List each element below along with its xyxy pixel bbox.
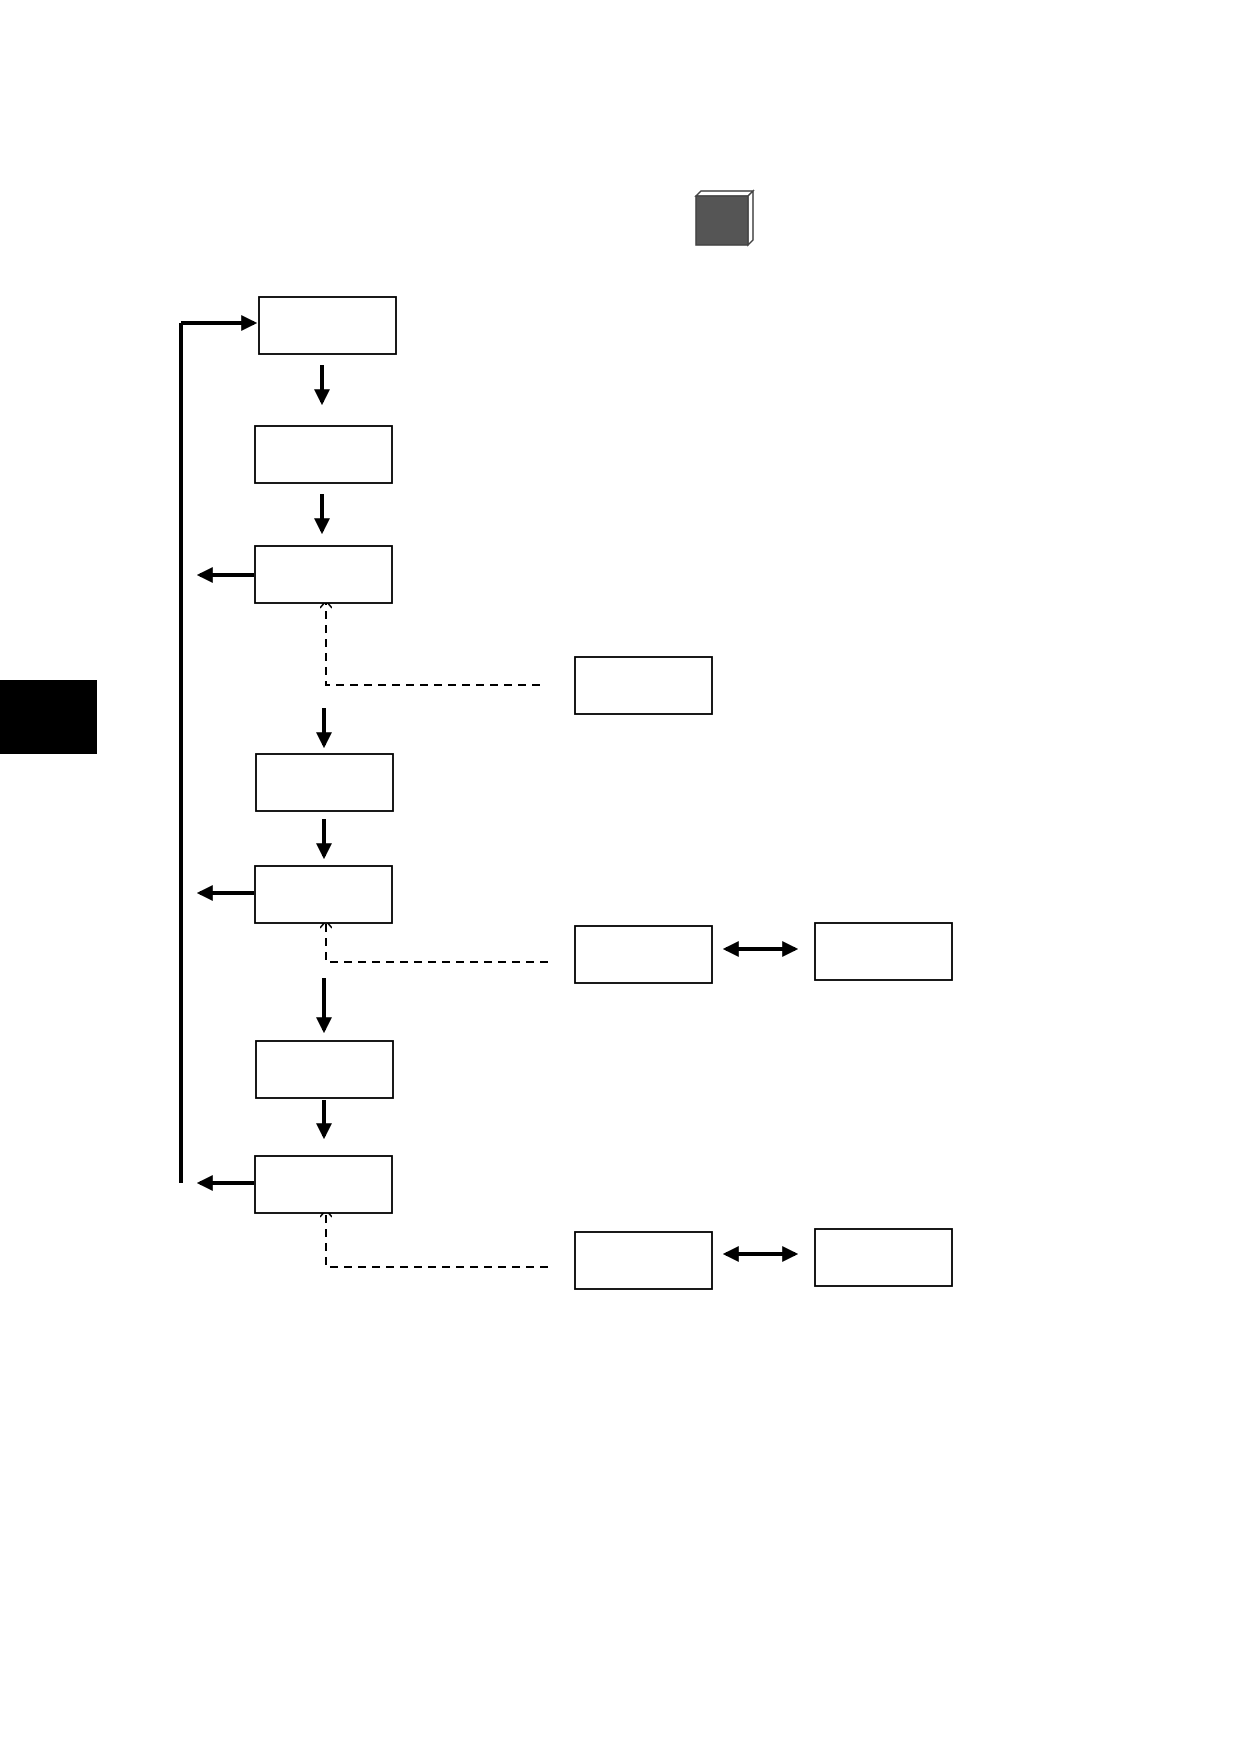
node-side-c-partner: [814, 1228, 953, 1287]
node-step-6: [255, 1040, 394, 1099]
node-step-7: [254, 1155, 393, 1214]
node-step-2: [254, 425, 393, 484]
dashed-side-c-to-step-7: [326, 1211, 548, 1268]
bidirectional-arrows: [722, 941, 799, 1262]
node-side-c: [574, 1231, 713, 1290]
node-step-1: [258, 296, 397, 355]
cube-icon: [694, 189, 755, 247]
node-side-a: [574, 656, 713, 715]
dashed-side-a-to-step-3: [326, 602, 540, 686]
dashed-connectors: [326, 602, 548, 1268]
node-side-b: [574, 925, 713, 984]
node-step-4: [255, 753, 394, 812]
node-step-3: [254, 545, 393, 604]
main-flow-arrows: [314, 365, 332, 1140]
node-side-b-partner: [814, 922, 953, 981]
feedback-loop: [179, 315, 258, 1191]
dashed-side-b-to-step-5: [326, 922, 548, 963]
black-side-tab: [0, 680, 97, 754]
node-step-5: [254, 865, 393, 924]
